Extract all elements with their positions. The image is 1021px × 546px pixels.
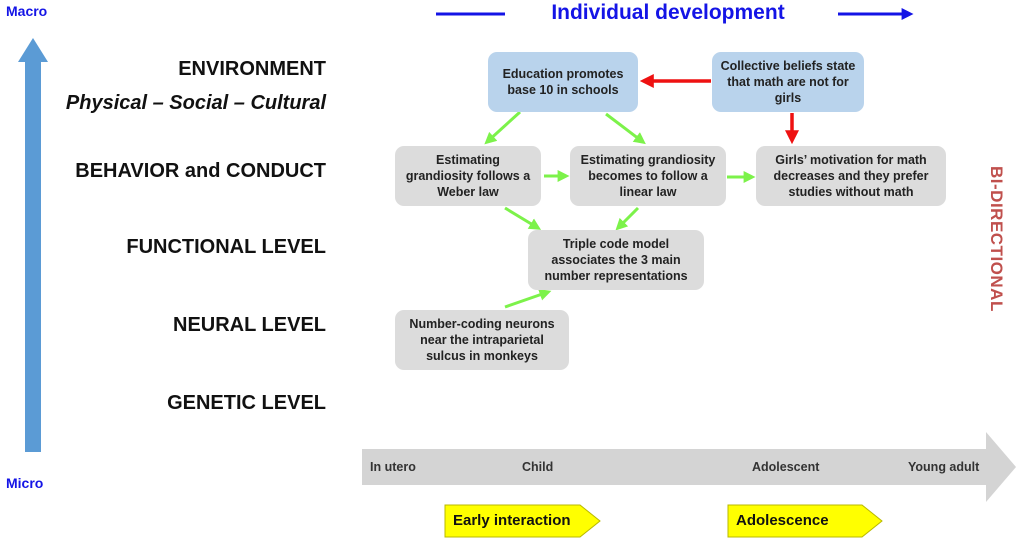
micro-label: Micro [6,475,44,491]
early-interaction-shape [444,504,601,538]
box-triple-code: Triple code model associates the 3 main … [528,230,704,290]
bi-directional-label: BI-DIRECTIONAL [987,166,1006,312]
period-early-interaction: Early interaction [453,512,571,529]
box-weber-law: Estimating grandiosity follows a Weber l… [395,146,541,206]
level-environment-sub: Physical – Social – Cultural [65,92,326,114]
timeline-arrow [362,432,1016,502]
arrow-weber-to-triple [504,206,542,230]
individual-development-title: Individual development [551,1,785,24]
box-education: Education promotes base 10 in schools [488,52,638,112]
level-genetic: GENETIC LEVEL [167,392,326,414]
level-functional: FUNCTIONAL LEVEL [126,236,326,258]
arrow-education-to-weber [484,110,522,145]
level-neural: NEURAL LEVEL [173,314,326,336]
arrow-education-to-linear [605,112,646,145]
arrow-neurons-to-triple [504,289,552,309]
timeline-child: Child [522,460,554,474]
adolescence-shape [727,504,883,538]
timeline-adolescent: Adolescent [752,460,820,474]
box-girls-motivation: Girls’ motivation for math decreases and… [756,146,946,206]
box-linear-law: Estimating grandiosity becomes to follow… [570,146,726,206]
timeline-in-utero: In utero [370,460,416,474]
period-adolescence: Adolescence [736,512,829,529]
macro-label: Macro [6,3,48,19]
timeline-young-adult: Young adult [908,460,980,474]
box-number-neurons: Number-coding neurons near the intrapari… [395,310,569,370]
box-collective-beliefs: Collective beliefs state that math are n… [712,52,864,112]
macro-micro-arrow [18,38,48,452]
arrow-linear-to-triple [615,206,640,231]
level-environment: ENVIRONMENT [178,58,326,80]
level-behavior: BEHAVIOR and CONDUCT [75,160,326,182]
